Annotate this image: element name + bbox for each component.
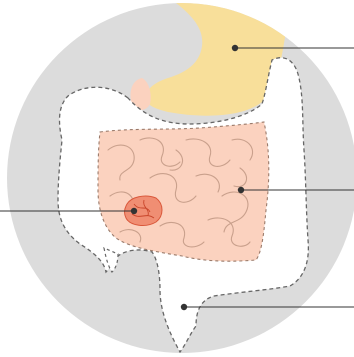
abdominal-organs-diagram <box>0 0 354 357</box>
